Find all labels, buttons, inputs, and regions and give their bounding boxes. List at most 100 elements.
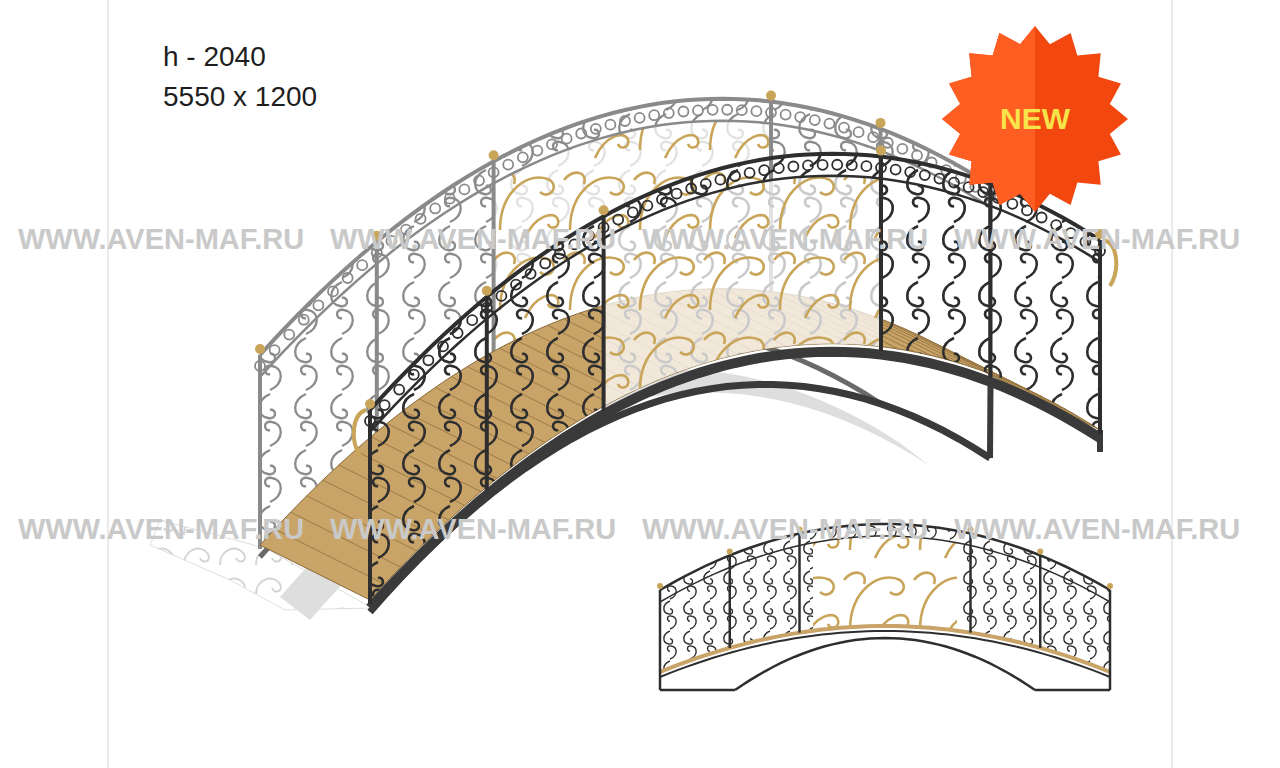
rail-ring (591, 124, 601, 134)
handrail-curl (354, 410, 366, 456)
rail-ring (526, 269, 536, 279)
rail-ring (686, 184, 696, 194)
badge-text: NEW (1000, 102, 1070, 136)
rail-ring (496, 291, 506, 301)
rail-ring (839, 123, 849, 133)
rail-ring (701, 179, 711, 189)
elev-post (729, 555, 732, 647)
rail-ring (824, 119, 834, 129)
rail-ring (416, 214, 426, 224)
rail-ring (313, 300, 323, 310)
rail-ring (664, 108, 674, 118)
post-knob (599, 205, 609, 215)
elev-post (659, 590, 662, 690)
rail-ring (657, 194, 667, 204)
rail-ring (562, 134, 572, 144)
rail-ring (423, 355, 433, 365)
rail-ring (678, 106, 688, 116)
elev-post (1039, 555, 1042, 647)
rail-ring (474, 176, 484, 186)
elev-ground (1035, 689, 1110, 692)
rail-ring (920, 170, 930, 180)
rail-ring (774, 163, 784, 173)
rail-ring (715, 175, 725, 185)
rail-ring (1037, 212, 1047, 222)
watermark: WWW.AVEN-MAF.RU (642, 514, 928, 546)
post-knob (876, 118, 886, 128)
rail-ring (642, 201, 652, 211)
elev-second-rail (660, 536, 1110, 602)
rail-ring (949, 178, 959, 188)
rail-ring (693, 105, 703, 115)
rail-ring (818, 160, 828, 170)
rail-ring (459, 184, 469, 194)
rail-ring (518, 152, 528, 162)
post (989, 184, 993, 378)
rail-ring (810, 115, 820, 125)
panel-ground (604, 176, 881, 407)
elev-ground (660, 689, 735, 692)
rail-ring (978, 187, 988, 197)
rail-ring (576, 129, 586, 139)
watermark: WWW.AVEN-MAF.RU (330, 514, 616, 546)
rail-ring (357, 260, 367, 270)
rail-ring (649, 110, 659, 120)
rail-ring (1007, 199, 1017, 209)
watermark: WWW.AVEN-MAF.RU (954, 514, 1240, 546)
post-knob (482, 286, 492, 296)
watermark: WWW.AVEN-MAF.RU (954, 224, 1240, 256)
elev-knob (727, 548, 733, 554)
post (485, 297, 489, 491)
rail-ring (795, 112, 805, 122)
starburst-shape (942, 26, 1128, 212)
frame-post (987, 382, 994, 458)
rail-ring (1022, 205, 1032, 215)
rail-ring (547, 139, 557, 149)
rail-ring (847, 160, 857, 170)
top-rail (370, 154, 1100, 410)
rail-ring (737, 105, 747, 115)
rail-ring (380, 400, 390, 410)
frame (108, 0, 1172, 768)
elev-arch (735, 638, 1035, 690)
rail-ring (445, 194, 455, 204)
rail-ring (891, 165, 901, 175)
rail-ring (934, 174, 944, 184)
post-knob (365, 399, 375, 409)
rail-ring (745, 168, 755, 178)
rail-ring (905, 167, 915, 177)
rail-ring (270, 345, 280, 355)
rail-ring (730, 171, 740, 181)
watermark: WWW.AVEN-MAF.RU (330, 224, 616, 256)
rail-ring (759, 165, 769, 175)
rail-ring (453, 328, 463, 338)
post-knob (255, 344, 265, 354)
elev-infill (660, 524, 1110, 672)
elev-knob (1107, 583, 1113, 589)
rail-ring (788, 161, 798, 171)
elev-post (798, 534, 801, 633)
rail-ring (605, 120, 615, 130)
rail-ring (438, 341, 448, 351)
rail-ring (883, 138, 893, 148)
elev-gold-panel (813, 536, 957, 631)
rail-ring (430, 203, 440, 213)
rail-ring (343, 273, 353, 283)
rail-ring (284, 330, 294, 340)
watermark: WWW.AVEN-MAF.RU (18, 514, 304, 546)
rail-ring (299, 315, 309, 325)
dimension-size: 5550 x 1200 (163, 82, 317, 113)
bridge-elevation (657, 524, 1113, 690)
rail-ring (751, 106, 761, 116)
rail-ring (511, 280, 521, 290)
rail-ring (328, 286, 338, 296)
elev-panel-ground (813, 536, 957, 631)
rail-ring (409, 370, 419, 380)
elev-knob (657, 583, 663, 589)
elev-post (1109, 590, 1112, 690)
rail-ring (635, 113, 645, 123)
rail-ring (781, 110, 791, 120)
new-badge: NEW (940, 24, 1130, 214)
